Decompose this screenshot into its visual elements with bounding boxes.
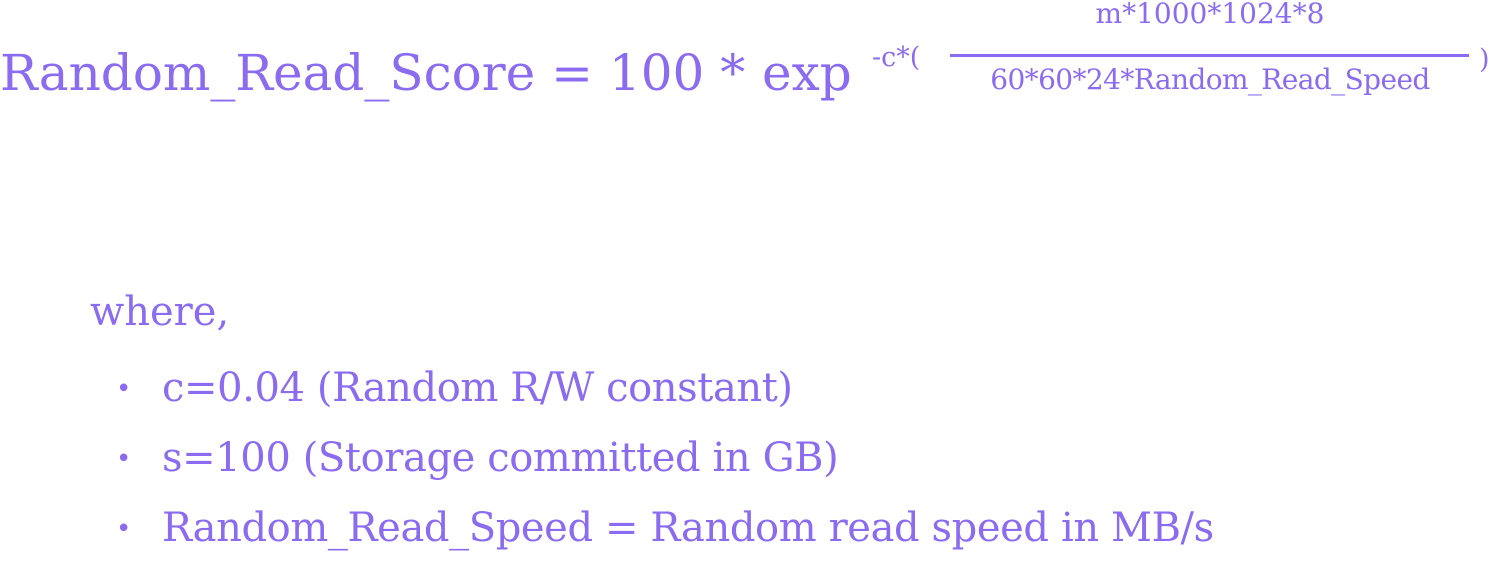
formula-closing-paren: ) — [1479, 44, 1490, 75]
where-label: where, — [90, 289, 230, 335]
score-formula: Random_Read_Score = 100 * exp -c*( m*100… — [0, 0, 1494, 130]
bullet-icon: • — [116, 514, 132, 544]
fraction-bar — [950, 54, 1469, 57]
formula-denominator: 60*60*24*Random_Read_Speed — [990, 63, 1430, 96]
bullet-icon: • — [116, 444, 132, 474]
definition-text: c=0.04 (Random R/W constant) — [162, 365, 793, 411]
definition-text: Random_Read_Speed = Random read speed in… — [162, 505, 1214, 551]
formula-lhs: Random_Read_Score = 100 * — [0, 44, 746, 102]
formula-exponent-prefix: -c*( — [872, 42, 921, 73]
definition-text: s=100 (Storage committed in GB) — [162, 435, 839, 481]
formula-exp-function: exp — [762, 44, 852, 102]
bullet-icon: • — [116, 374, 132, 404]
formula-numerator: m*1000*1024*8 — [1095, 0, 1325, 30]
